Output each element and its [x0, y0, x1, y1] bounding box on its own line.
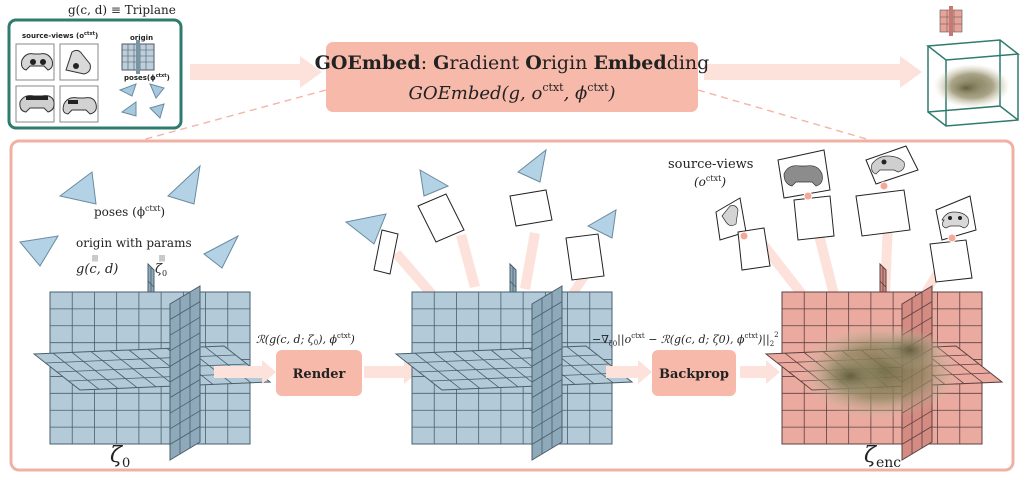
grid-line	[531, 426, 563, 445]
output-triplane-cube	[926, 6, 1020, 127]
camera-frustum-icon	[118, 83, 165, 119]
grid-line	[901, 410, 933, 430]
grid-line	[531, 379, 563, 398]
grid-line	[169, 410, 201, 430]
source-views-label: source-views	[668, 157, 753, 172]
grid-line	[56, 363, 248, 373]
grid-line	[531, 363, 563, 383]
equiv-bars-right: |||	[159, 255, 165, 262]
render-button-label: Render	[293, 367, 346, 382]
controller-image	[21, 53, 53, 71]
grid-line	[169, 363, 201, 383]
backprop-button	[652, 350, 736, 396]
goembed-title: GOEmbed: Gradient Origin Embedding	[315, 52, 710, 74]
grid-line	[531, 348, 563, 367]
projection-dots	[739, 181, 957, 243]
source-views-ctxt: (octxt)	[694, 174, 726, 189]
grid-line	[169, 348, 201, 367]
origin-small-label: origin	[130, 34, 153, 42]
grid-line	[901, 301, 933, 320]
zeta-enc-label: ζenc	[864, 443, 901, 471]
arrow-icon	[190, 56, 322, 88]
connector-right	[697, 89, 871, 141]
grid-line	[147, 280, 155, 288]
backprop-button-label: Backprop	[659, 367, 729, 382]
grid-line	[531, 316, 563, 336]
controller-image	[62, 97, 97, 115]
grid-line	[45, 354, 236, 364]
arrow-icon	[606, 360, 652, 384]
arrow-icon	[740, 360, 780, 384]
triplane-zeta0	[32, 262, 272, 461]
triplane-label: g(c, d) ≡ Triplane	[68, 3, 176, 17]
embedded-density-blob	[800, 324, 960, 420]
triplane-zeta0-render	[394, 262, 634, 461]
grid-line	[531, 332, 563, 352]
grid-line	[169, 332, 201, 352]
g-label: g(c, d)	[76, 262, 118, 277]
poses-label: poses (ϕctxt)	[94, 204, 165, 219]
image-plane-frames	[373, 189, 605, 281]
zeta0-label: ζ0	[110, 443, 130, 471]
grid-line	[169, 301, 201, 320]
controller-image	[721, 155, 969, 229]
render-formula: ℛ(g(c, d; ζ0), ϕctxt)	[256, 332, 355, 347]
equiv-bars-left: |||	[92, 255, 98, 262]
camera-frustum-icon	[19, 164, 240, 269]
triplane-grid-icon: origin	[121, 34, 155, 74]
grid-line	[407, 354, 598, 364]
grid-line	[531, 394, 563, 414]
grid-line	[169, 316, 201, 336]
backprop-formula: −∇ζ0||octxt − ℛ(g(c, d; ζ0), ϕctxt)||22	[592, 331, 779, 348]
grid-line	[531, 410, 563, 430]
arrow-icon	[704, 56, 922, 88]
source-views-thumbnails: source-views (octxt)	[15, 31, 99, 123]
render-button	[276, 350, 362, 396]
grid-line	[509, 280, 517, 288]
zeta0-small-label: ζ0	[155, 262, 167, 278]
grid-line	[418, 363, 610, 373]
grid-line	[169, 426, 201, 445]
poses-small-label: poses(ϕctxt)	[124, 73, 170, 82]
grid-line	[879, 280, 887, 288]
source-views-small-label: source-views (octxt)	[22, 31, 98, 40]
grid-line	[901, 426, 933, 445]
grid-line	[169, 379, 201, 398]
controller-image	[65, 49, 91, 75]
connector-left	[141, 89, 327, 141]
goembed-formula: GOEmbed(g, octxt, ϕctxt)	[408, 81, 615, 104]
grid-line	[169, 394, 201, 414]
grid-line	[531, 301, 563, 320]
arrow-icon	[214, 360, 276, 384]
grid-line	[430, 372, 621, 382]
camera-frustum-icon	[344, 148, 617, 245]
origin-with-params-label: origin with params	[76, 236, 192, 250]
arrow-icon	[364, 360, 418, 384]
goembed-title-box	[326, 42, 698, 112]
controller-image	[19, 95, 55, 113]
